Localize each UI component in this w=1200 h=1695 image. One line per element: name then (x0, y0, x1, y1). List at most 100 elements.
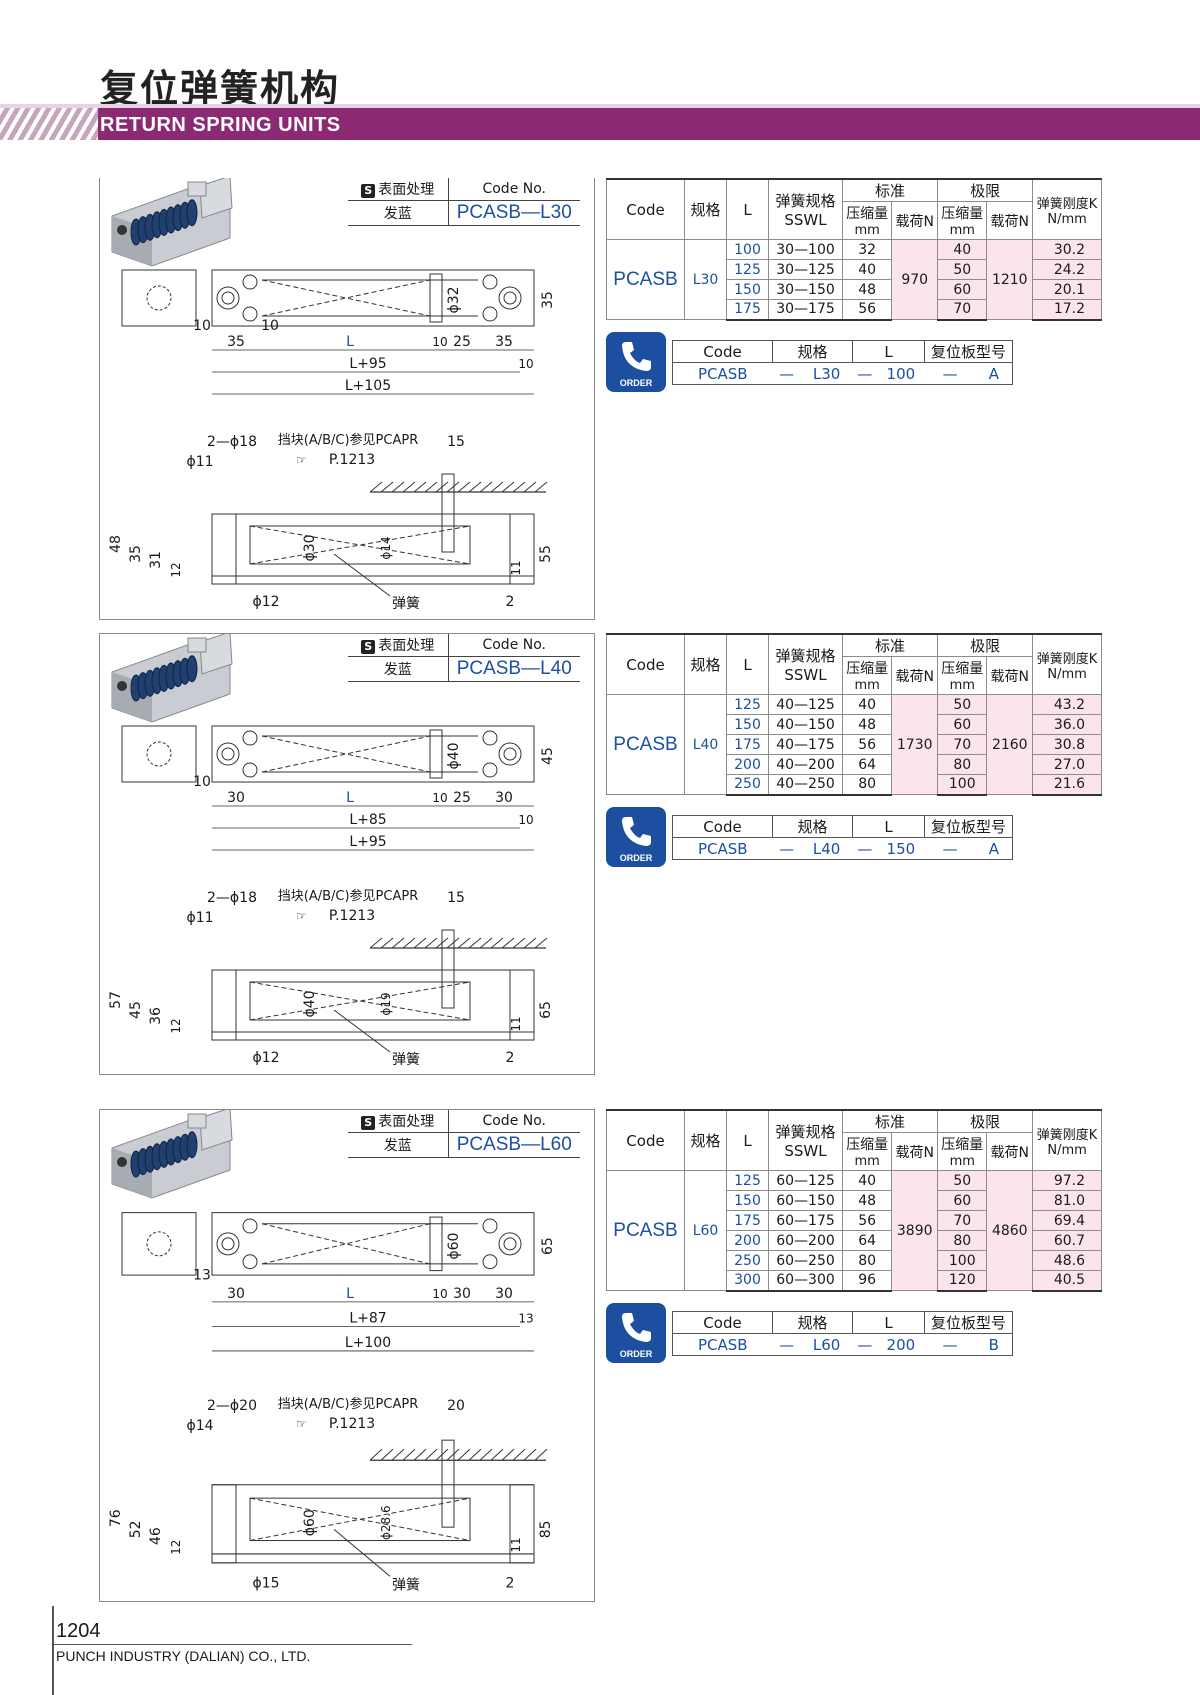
row-lim-load: 2160 (986, 694, 1034, 795)
row-spring: 40—150 (768, 714, 843, 735)
dim-left1: 10 (193, 318, 211, 334)
front-view (211, 1439, 548, 1564)
gap-dim: 2 (506, 1575, 515, 1591)
order-val-l: 150 (877, 837, 925, 860)
row-comp: 40 (841, 1170, 893, 1191)
order-val-plate: A (975, 837, 1013, 860)
order-val-d2: — (852, 1333, 878, 1356)
row-k: 40.5 (1032, 1270, 1102, 1292)
col-sswl-label: SSWL (784, 211, 827, 229)
counterbore-dim: ϕ14 (186, 1418, 213, 1434)
dim-l: L (346, 790, 354, 806)
row-spring: 60—125 (768, 1170, 843, 1191)
row-lim: 60 (937, 279, 988, 300)
row-spring: 60—150 (768, 1190, 843, 1211)
foot-dim: ϕ12 (252, 1050, 279, 1066)
row-spec: L40 (684, 694, 727, 795)
row-k: 30.2 (1032, 239, 1102, 260)
stop-note: 挡块(A/B/C)参见PCAPR (278, 1396, 418, 1412)
h-mid: 45 (128, 1001, 144, 1019)
order-val-plate: A (975, 362, 1013, 385)
page-title-en: RETURN SPRING UNITS (100, 114, 341, 136)
dim-35: 35 (495, 334, 513, 350)
col-comp-unit: mm (854, 678, 880, 693)
stop-width-dim: 15 (447, 434, 465, 450)
col-comp-label: 压缩量 (846, 1137, 889, 1153)
code-no-label: Code No. (448, 178, 580, 201)
row-comp: 80 (841, 1250, 893, 1271)
row-l: 200 (726, 754, 769, 775)
row-spring: 40—250 (768, 774, 843, 796)
order-head-code: Code (672, 815, 773, 838)
row-spring: 30—125 (768, 259, 843, 280)
dim-10: 10 (432, 335, 447, 349)
dimension-lines (212, 349, 534, 395)
product-photo (111, 178, 233, 267)
h-right: 55 (538, 545, 554, 563)
product-photo (111, 634, 233, 723)
front-view (211, 473, 548, 585)
bore-dim: ϕ32 (446, 286, 462, 313)
height-dim: 35 (540, 291, 556, 309)
order-head-plate: 复位板型号 (924, 1311, 1013, 1334)
col-comp-unit: mm (854, 1154, 880, 1169)
order-val-l: 200 (877, 1333, 925, 1356)
page-number: 1204 (56, 1620, 101, 1642)
col-load: 载荷N (891, 1132, 939, 1171)
surface-badge: S (361, 184, 376, 198)
order-val-d1: — (772, 362, 801, 385)
row-k: 48.6 (1032, 1250, 1102, 1271)
page-ref: P.1213 (329, 1416, 375, 1432)
h-right: 65 (538, 1001, 554, 1019)
h-inner: 46 (148, 1527, 164, 1545)
col-limit: 极限 (937, 1109, 1034, 1133)
row-spring: 30—175 (768, 299, 843, 321)
dim-lp95: L+85 (349, 812, 386, 828)
row-l: 175 (726, 1210, 769, 1231)
row-comp: 64 (841, 1230, 893, 1251)
col-rate-label: 弹簧刚度K (1036, 196, 1098, 212)
row-code: PCASB (606, 239, 685, 320)
h-low: 12 (169, 1018, 183, 1033)
col-limit: 极限 (937, 178, 1034, 202)
surface-badge: S (361, 640, 376, 654)
row-spec: L60 (684, 1170, 727, 1291)
page-ref: P.1213 (329, 908, 375, 924)
row-spring: 30—100 (768, 239, 843, 260)
gap-dim: 2 (506, 594, 515, 610)
h-mid: 52 (128, 1520, 144, 1538)
row-spring: 60—175 (768, 1210, 843, 1231)
col-code: Code (606, 633, 685, 695)
row-spring: 40—125 (768, 694, 843, 715)
row-k: 69.4 (1032, 1210, 1102, 1231)
col-load: 载荷N (986, 201, 1034, 240)
row-l: 250 (726, 1250, 769, 1271)
phone-order-icon: ORDER (606, 807, 666, 867)
order-val-d3: — (924, 837, 976, 860)
row-k: 27.0 (1032, 754, 1102, 775)
col-load: 载荷N (986, 656, 1034, 695)
counterbore-dim: ϕ11 (186, 454, 213, 470)
row-l: 300 (726, 1270, 769, 1292)
finish-label: 发蓝 (348, 656, 449, 682)
row-spring: 40—200 (768, 754, 843, 775)
dim-l: L (346, 334, 354, 350)
h-low: 12 (169, 562, 183, 577)
phone-order-icon: ORDER (606, 1303, 666, 1363)
surface-label: 表面处理 (378, 1114, 435, 1130)
order-val-l: 100 (877, 362, 925, 385)
col-spec: 规格 (684, 178, 727, 240)
